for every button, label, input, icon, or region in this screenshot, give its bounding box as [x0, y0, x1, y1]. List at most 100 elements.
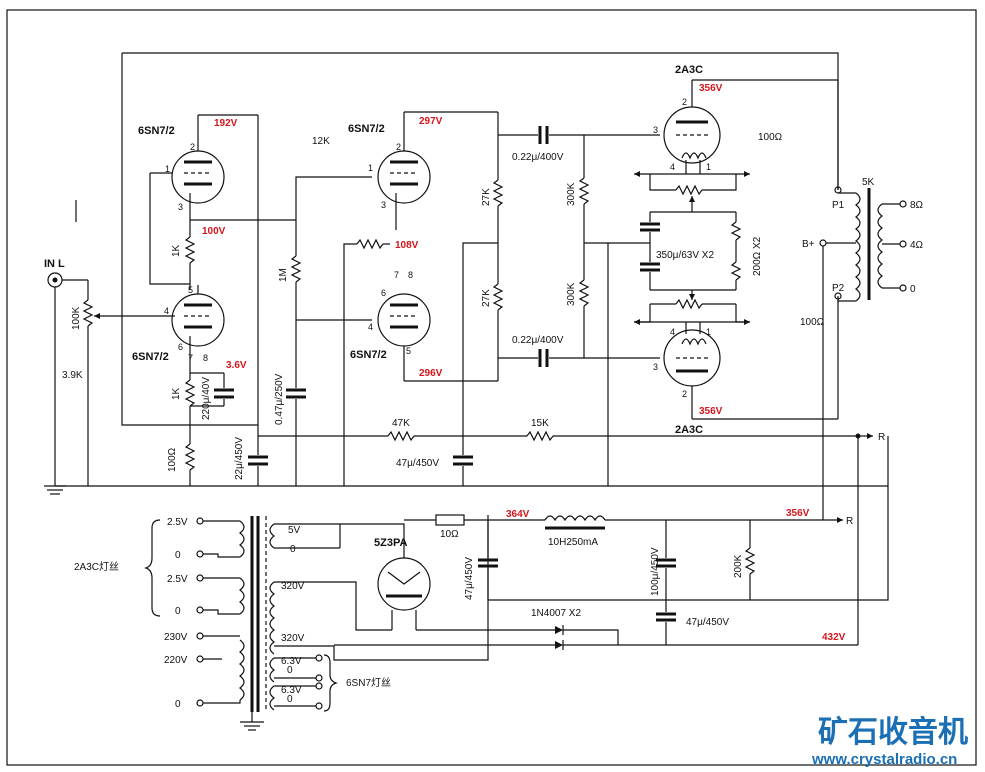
- v2a-voltage: 297V: [419, 116, 443, 127]
- v1a-voltage: 192V: [214, 118, 238, 129]
- tube-v2b: [377, 293, 498, 382]
- c350-label: 350μ/63V X2: [656, 250, 714, 261]
- frame: [6, 9, 977, 766]
- r200k-label: 200K: [733, 554, 744, 578]
- v2a-name: 6SN7/2: [348, 123, 385, 135]
- r200k: [744, 547, 756, 575]
- pin: 1: [165, 164, 170, 174]
- r39k-label: 3.9K: [62, 370, 83, 381]
- r100o-a-label: 100Ω: [758, 132, 783, 143]
- pin: 2: [190, 142, 195, 152]
- in-l-label: IN L: [44, 258, 65, 270]
- r27k-b: [492, 283, 504, 311]
- p0-label: 0: [175, 699, 181, 710]
- hum-pot-a: [675, 184, 703, 196]
- choke: [544, 515, 606, 522]
- fil-25b-label: 2.5V: [167, 574, 188, 585]
- s0-label: 0: [290, 544, 296, 555]
- r27k-b-label: 27K: [481, 289, 492, 307]
- pin: 3: [653, 125, 658, 135]
- c100-label: 100μ/450V: [650, 547, 661, 596]
- input-jack: [44, 272, 88, 495]
- out-top-name: 2A3C: [675, 64, 703, 76]
- tube-2a3c-top: [663, 79, 839, 190]
- hum-pot-b: [675, 298, 703, 310]
- pin: 4: [164, 306, 169, 316]
- rectifier-tube: [339, 523, 431, 630]
- r47k: [387, 430, 415, 442]
- pin: 8: [408, 270, 413, 280]
- fil-25a-label: 2.5V: [167, 517, 188, 528]
- fil-0a-label: 0: [175, 550, 181, 561]
- r27k-a: [492, 179, 504, 207]
- fil-6sn7-label: 6SN7灯丝: [346, 677, 391, 689]
- volume-pot: [82, 280, 175, 486]
- tube-2a3c-bottom: [663, 296, 839, 420]
- c022-b-label: 0.22μ/400V: [512, 335, 564, 346]
- tube-v1b: [171, 285, 225, 373]
- pin: 6: [178, 342, 183, 352]
- bplus-label: B+: [802, 239, 815, 250]
- pin: 7: [188, 353, 193, 363]
- diodes-label: 1N4007 X2: [531, 608, 581, 619]
- out-bot-voltage: 356V: [699, 406, 723, 417]
- c47-label: 47μ/450V: [396, 458, 439, 469]
- pin: 3: [653, 362, 658, 372]
- pin: 5: [406, 346, 411, 356]
- r15k-label: 15K: [531, 418, 549, 429]
- r47k-label: 47K: [392, 418, 410, 429]
- s320a-label: 320V: [281, 581, 305, 592]
- r1k-a: [184, 236, 196, 264]
- r200-a: [730, 221, 742, 241]
- r-label-b: R: [846, 516, 853, 527]
- p2-label: P2: [832, 283, 845, 294]
- pin: 4: [670, 327, 675, 337]
- r12k-label: 12K: [312, 136, 330, 147]
- h0b-label: 0: [287, 694, 293, 705]
- pin: 3: [381, 200, 386, 210]
- tube-v1a: [150, 114, 258, 220]
- v2b-voltage: 296V: [419, 368, 443, 379]
- c047-label: 0.47μ/250V: [274, 373, 285, 425]
- r200-b: [730, 261, 742, 281]
- pin: 7: [394, 270, 399, 280]
- r10: [435, 514, 465, 526]
- c220-label: 220μ/40V: [201, 377, 212, 420]
- tube-v2a: [377, 111, 498, 230]
- r1k-b: [184, 379, 196, 407]
- r100o-b-label: 100Ω: [800, 317, 825, 328]
- v2b-name: 6SN7/2: [350, 349, 387, 361]
- watermark-logo: 矿石收音机: [818, 715, 968, 750]
- r200-label: 200Ω X2: [752, 236, 763, 276]
- v2a-grid-voltage: 108V: [395, 240, 419, 251]
- s320b-label: 320V: [281, 633, 305, 644]
- r100: [184, 443, 196, 471]
- p230-label: 230V: [164, 632, 188, 643]
- p1-label: P1: [832, 200, 845, 211]
- v432-label: 432V: [822, 632, 846, 643]
- h63a-label: 6.3V: [281, 656, 302, 667]
- v1b-name: 6SN7/2: [132, 351, 169, 363]
- watermark-url: www.crystalradio.cn: [811, 751, 957, 768]
- fil-0b-label: 0: [175, 606, 181, 617]
- r1k-b-label: 1K: [171, 387, 182, 400]
- diode-a: [555, 626, 563, 634]
- v1a-cathode-voltage: 100V: [202, 226, 226, 237]
- out-bot-name: 2A3C: [675, 424, 703, 436]
- ot-label: 5K: [862, 177, 875, 188]
- pin: 5: [188, 285, 193, 295]
- pin: 2: [682, 97, 687, 107]
- c22-label: 22μ/450V: [234, 437, 245, 480]
- r300k-b-label: 300K: [566, 282, 577, 306]
- s5-label: 5V: [288, 525, 301, 536]
- pin: 2: [396, 142, 401, 152]
- r1k-a-label: 1K: [171, 244, 182, 257]
- pin: 6: [381, 288, 386, 298]
- p220-label: 220V: [164, 655, 188, 666]
- out-top-voltage: 356V: [699, 83, 723, 94]
- out-4-label: 4Ω: [910, 240, 924, 251]
- r-grid: [356, 238, 384, 250]
- pin: 1: [368, 163, 373, 173]
- c47c-label: 47μ/450V: [686, 617, 729, 628]
